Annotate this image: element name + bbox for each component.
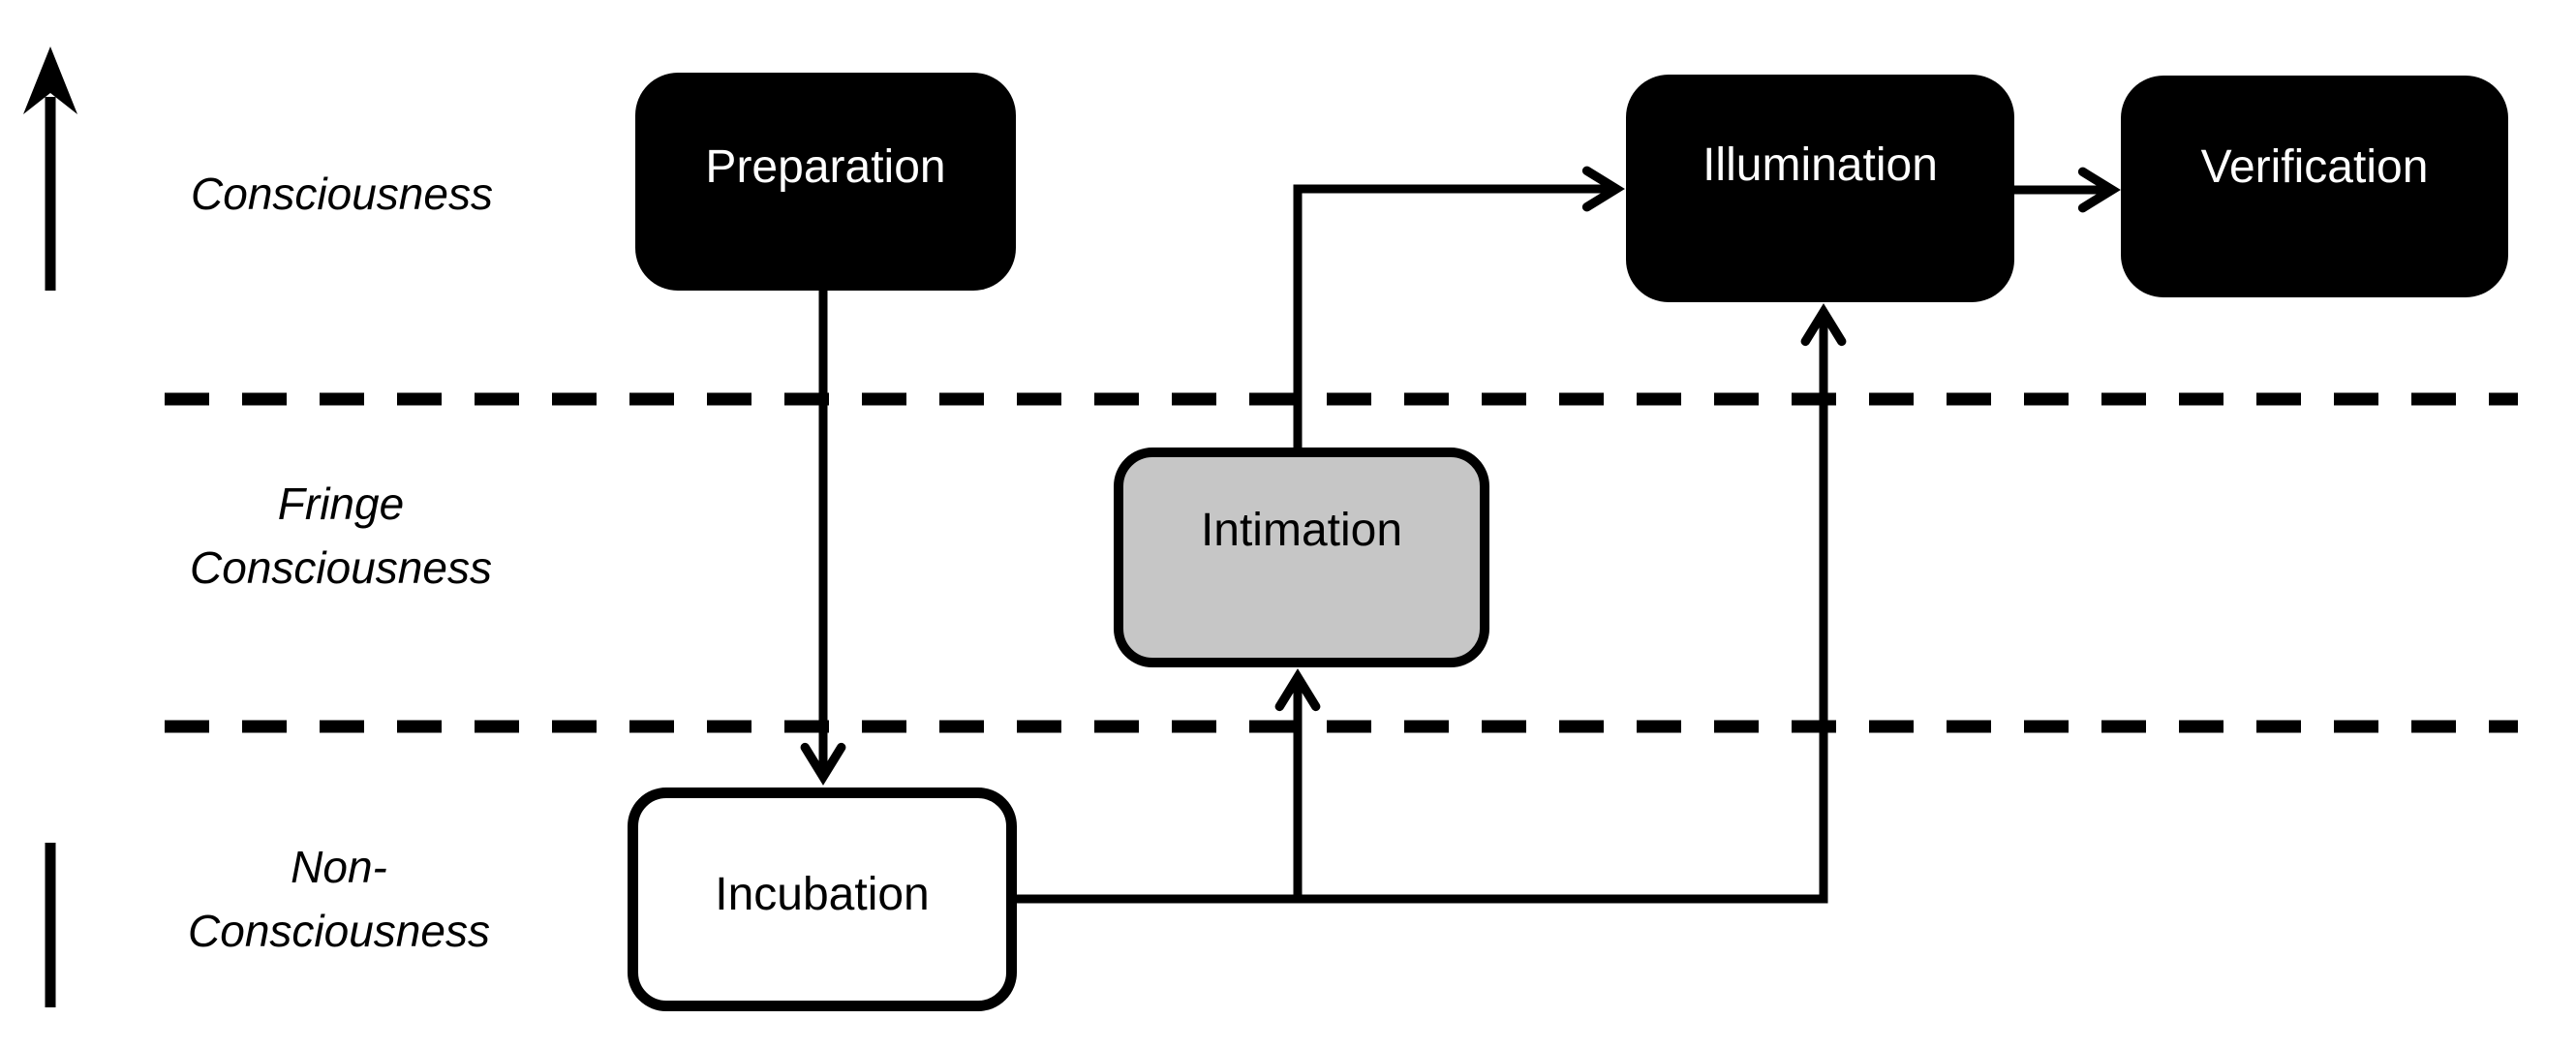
band-label-line: Consciousness (188, 906, 490, 956)
band-label-non-consciousness: Non- Consciousness (188, 835, 490, 963)
band-label-line: Fringe (277, 479, 405, 529)
node-illumination-label: Illumination (1702, 139, 1938, 191)
band-label-consciousness: Consciousness (191, 162, 493, 226)
node-preparation-label: Preparation (705, 140, 946, 193)
consciousness-axis-up-arrow-icon (23, 46, 77, 114)
node-intimation-label: Intimation (1200, 504, 1403, 556)
node-illumination: Illumination (1626, 75, 2014, 302)
band-label-line: Consciousness (190, 542, 492, 593)
band-label-fringe-consciousness: Fringe Consciousness (190, 472, 492, 600)
edge-incubation-illumination (1017, 303, 1847, 904)
node-preparation: Preparation (635, 73, 1016, 291)
edge-intimation-illumination (1293, 166, 1625, 448)
node-verification: Verification (2121, 76, 2508, 297)
node-verification-label: Verification (2200, 140, 2429, 193)
node-incubation-label: Incubation (715, 868, 930, 920)
band-label-line: Non- (291, 842, 387, 892)
node-intimation: Intimation (1114, 448, 1489, 667)
node-incubation: Incubation (628, 788, 1017, 1011)
band-label-line: Consciousness (191, 169, 493, 219)
